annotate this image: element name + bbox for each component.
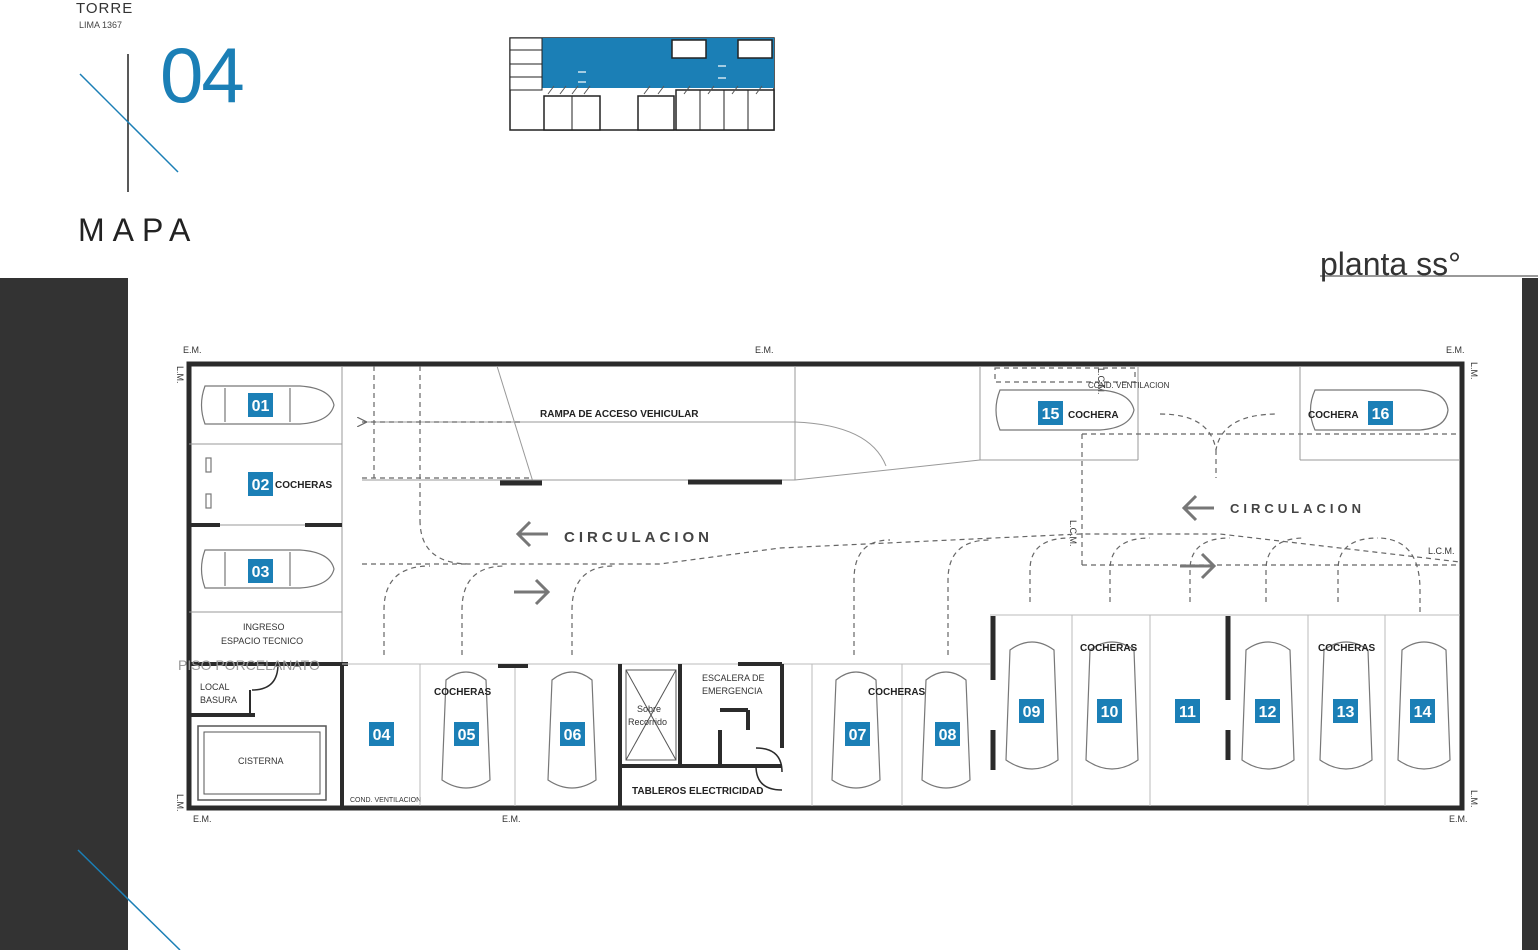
brand-torre: TORRE xyxy=(76,0,134,17)
circulation-paths xyxy=(362,366,1461,655)
space-16[interactable]: 16 xyxy=(1368,401,1393,425)
space-13[interactable]: 13 xyxy=(1333,699,1358,723)
cocheras-label-right-a: COCHERAS xyxy=(1080,643,1138,654)
space-06[interactable]: 06 xyxy=(560,722,585,746)
cond-ventilacion-bottom: COND. VENTILACION xyxy=(350,797,421,804)
sobre-label: Sobre xyxy=(637,704,661,714)
lm-label-tr: L.M. xyxy=(1469,362,1479,380)
space-10[interactable]: 10 xyxy=(1097,699,1122,723)
emergencia-label: EMERGENCIA xyxy=(702,686,763,696)
space-number: 11 xyxy=(1179,704,1196,721)
espacio-tecnico-label: ESPACIO TECNICO xyxy=(221,636,303,646)
em-label-bc: E.M. xyxy=(502,814,521,824)
right-dark-bar xyxy=(1522,278,1538,950)
space-number: 03 xyxy=(252,564,270,581)
car-outlines-right xyxy=(1005,641,1451,770)
space-02[interactable]: 02 xyxy=(248,472,273,496)
space-number: 08 xyxy=(939,727,957,744)
space-number: 04 xyxy=(373,727,391,744)
em-label-tc: E.M. xyxy=(755,345,774,355)
space-04[interactable]: 04 xyxy=(369,722,394,746)
cond-ventilacion-top: COND. VENTILACION xyxy=(1088,381,1170,390)
brand-address: LIMA 1367 xyxy=(79,20,123,30)
brand-map-label: MAPA xyxy=(78,212,199,248)
lcm-label-mid: L.C.M. xyxy=(1068,520,1078,547)
escalera-label: ESCALERA DE xyxy=(702,673,765,683)
ramp-label: RAMPA DE ACCESO VEHICULAR xyxy=(540,409,699,420)
title-underline xyxy=(1320,275,1538,277)
em-label-tl: E.M. xyxy=(183,345,202,355)
em-label-tr: E.M. xyxy=(1446,345,1465,355)
space-07[interactable]: 07 xyxy=(845,722,870,746)
lcm-label-right: L.C.M. xyxy=(1428,546,1455,556)
circulacion-label-left: CIRCULACION xyxy=(564,529,713,546)
cocheras-label-bottom-mid: COCHERAS xyxy=(868,687,926,698)
space-15[interactable]: 15 xyxy=(1038,401,1063,425)
lm-label-bl: L.M. xyxy=(175,794,185,812)
local-label: LOCAL xyxy=(200,682,230,692)
space-number: 12 xyxy=(1259,704,1277,721)
brand-cross-lines xyxy=(79,54,179,192)
brand-number: 04 xyxy=(160,31,245,119)
cocheras-label-right-b: COCHERAS xyxy=(1318,643,1376,654)
space-badges: 01 02 03 04 05 06 07 08 09 10 11 12 13 14 15 16 xyxy=(248,393,1435,746)
ingreso-label: INGRESO xyxy=(243,622,285,632)
left-dark-bar xyxy=(0,278,128,950)
space-number: 09 xyxy=(1023,704,1041,721)
cisterna-label: CISTERNA xyxy=(238,756,284,766)
car-outlines-bottom xyxy=(441,671,971,789)
outer-wall xyxy=(186,361,1465,811)
cochera-label-16: COCHERA xyxy=(1308,410,1359,421)
space-01[interactable]: 01 xyxy=(248,393,273,417)
space-14[interactable]: 14 xyxy=(1410,699,1435,723)
space-number: 15 xyxy=(1042,406,1060,423)
left-bar-accent-line xyxy=(77,849,181,950)
space-number: 06 xyxy=(564,727,582,744)
space-number: 16 xyxy=(1372,406,1390,423)
cocheras-label-left: COCHERAS xyxy=(275,480,333,491)
cochera-label-15: COCHERA xyxy=(1068,410,1119,421)
em-label-br: E.M. xyxy=(1449,814,1468,824)
space-number: 05 xyxy=(458,727,476,744)
space-11[interactable]: 11 xyxy=(1175,699,1200,723)
space-number: 02 xyxy=(252,477,270,494)
lcm-label-top: L.C.M. xyxy=(1096,368,1106,395)
recorrido-label: Recorrido xyxy=(628,717,667,727)
space-number: 14 xyxy=(1414,704,1432,721)
space-09[interactable]: 09 xyxy=(1019,699,1044,723)
car-outlines-left xyxy=(200,385,335,589)
lm-label-tl: L.M. xyxy=(175,366,185,384)
space-12[interactable]: 12 xyxy=(1255,699,1280,723)
space-05[interactable]: 05 xyxy=(454,722,479,746)
space-number: 10 xyxy=(1101,704,1119,721)
mini-map[interactable] xyxy=(508,36,776,134)
space-number: 01 xyxy=(252,398,270,415)
lm-label-br: L.M. xyxy=(1469,790,1479,808)
space-08[interactable]: 08 xyxy=(935,722,960,746)
em-label-bl: E.M. xyxy=(193,814,212,824)
circulacion-label-right: CIRCULACION xyxy=(1230,501,1365,516)
tableros-label: TABLEROS ELECTRICIDAD xyxy=(632,786,763,797)
cocheras-label-bottom-left: COCHERAS xyxy=(434,687,492,698)
basura-label: BASURA xyxy=(200,695,237,705)
space-number: 07 xyxy=(849,727,867,744)
circulation-arrows xyxy=(514,494,1217,606)
piso-porcelanato-label: PISO PORCELANATO xyxy=(178,657,320,673)
space-03[interactable]: 03 xyxy=(248,559,273,583)
space-number: 13 xyxy=(1337,704,1355,721)
